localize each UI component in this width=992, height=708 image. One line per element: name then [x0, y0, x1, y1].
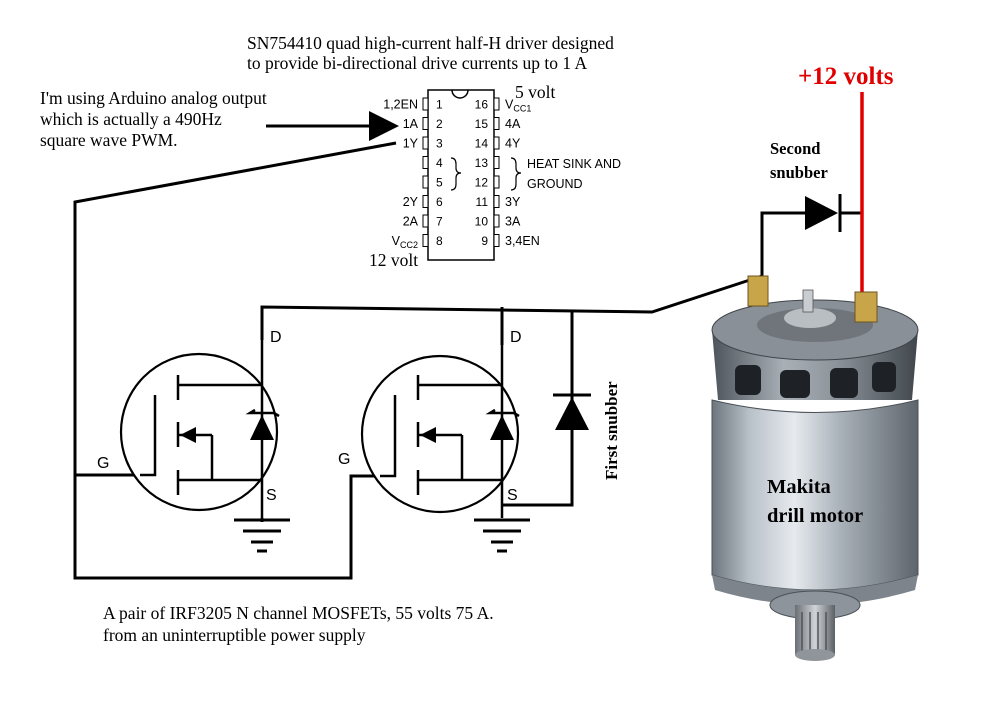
mosfet-2-gate-label: G: [338, 451, 350, 468]
mosfet-1-drain-label: D: [270, 329, 282, 346]
second-snubber-left-wire: [760, 211, 805, 276]
chip-pin-number: 16: [475, 98, 489, 112]
chip-pin-right: [493, 156, 500, 169]
chip-pin-right: [493, 234, 500, 247]
second-snubber-diode: [805, 194, 842, 232]
arduino-note-line-2: which is actually a 490Hz: [40, 109, 222, 129]
chip-pin-right: [493, 97, 500, 111]
chip-pin-number: 2: [436, 117, 443, 131]
right-brace: [510, 157, 522, 191]
chip-pin-name: 3,4EN: [505, 234, 540, 248]
second-snubber-label-line-1: Second: [770, 139, 820, 158]
motor-label-line-1: Makita: [767, 476, 831, 498]
chip-pin-number: 8: [436, 234, 443, 248]
chip-pin-left: [422, 156, 429, 169]
drill-motor-illustration: Makita drill motor: [711, 275, 919, 661]
vcc1-voltage-label: 5 volt: [515, 82, 555, 102]
ground-1-icon: [234, 518, 290, 553]
chip-pin-right: [493, 195, 500, 208]
chip-body: [427, 89, 495, 261]
chip-description-line-2: to provide bi-directional drive currents…: [247, 53, 588, 73]
mosfet-2-source-label: S: [507, 487, 518, 504]
chip-pin-name: 4A: [505, 117, 521, 131]
chip-pin-name: 1,2EN: [383, 98, 418, 112]
arduino-note-line-3: square wave PWM.: [40, 130, 178, 150]
chip-description-line-1: SN754410 quad high-current half-H driver…: [247, 33, 614, 53]
mosfet-1-source-label: S: [266, 487, 277, 504]
left-brace: [450, 157, 462, 191]
mosfet-1: D G S: [97, 307, 290, 553]
heat-sink-label-line-1: HEAT SINK AND: [527, 157, 621, 171]
chip-pin-number: 4: [436, 156, 443, 170]
gate-bus-wire: [73, 141, 397, 580]
chip-notch: [451, 89, 469, 99]
chip-pin-number: 10: [475, 215, 489, 229]
vcc2-voltage-label: 12 volt: [369, 250, 418, 270]
mosfet-note-line-1: A pair of IRF3205 N channel MOSFETs, 55 …: [103, 603, 494, 623]
chip-pin-number: 5: [436, 176, 443, 190]
mosfet-1-envelope: [119, 352, 279, 512]
arduino-note-line-1: I'm using Arduino analog output: [40, 88, 267, 108]
first-snubber-wire: [502, 312, 574, 507]
chip-pin-number: 1: [436, 98, 443, 112]
chip-pin-name: 1A: [403, 117, 419, 131]
chip-pin-name: 2A: [403, 215, 419, 229]
chip-pin-number: 14: [475, 137, 489, 151]
supply-label: +12 volts: [798, 63, 894, 90]
ground-2-icon: [474, 518, 530, 553]
mosfet-1-gate-label: G: [97, 455, 109, 472]
mosfet-2: D G S: [338, 307, 530, 553]
chip-pin-left: [422, 195, 429, 208]
chip-pin-number: 12: [475, 176, 489, 190]
chip-pin-right: [493, 175, 500, 189]
chip-pin-right: [493, 136, 500, 150]
chip-pin-left: [422, 234, 429, 247]
chip-pin-left: [422, 136, 429, 150]
chip-pin-left: [422, 175, 429, 189]
heat-sink-label-line-2: GROUND: [527, 177, 583, 191]
chip-pin-left: [422, 117, 429, 130]
chip-pin-number: 7: [436, 215, 443, 229]
chip-pin-left: [422, 97, 429, 111]
chip-pin-left: [422, 214, 429, 228]
chip-pin-name: VCC2: [392, 234, 418, 250]
mosfet-note-line-2: from an uninterruptible power supply: [103, 625, 366, 645]
mosfet-2-drain-label: D: [510, 329, 522, 346]
chip-pin-number: 13: [475, 156, 489, 170]
chip-pin-number: 11: [476, 195, 489, 209]
first-snubber-label: First snubber: [602, 381, 621, 480]
chip-pin-name: 1Y: [403, 137, 419, 151]
chip-pin-number: 3: [436, 137, 443, 151]
motor-label-line-2: drill motor: [767, 505, 863, 527]
chip-pin-name: 4Y: [505, 137, 521, 151]
chip-pin-name: 3Y: [505, 195, 521, 209]
first-snubber-diode: [553, 393, 591, 430]
chip-pin-name: 3A: [505, 215, 521, 229]
chip-pin-name: 2Y: [403, 195, 419, 209]
chip-pin-number: 6: [436, 195, 443, 209]
chip-pin-number: 9: [481, 234, 488, 248]
chip-pin-right: [493, 117, 500, 130]
chip-pin-number: 15: [475, 117, 489, 131]
chip-pin-right: [493, 214, 500, 228]
second-snubber-label-line-2: snubber: [770, 163, 828, 182]
